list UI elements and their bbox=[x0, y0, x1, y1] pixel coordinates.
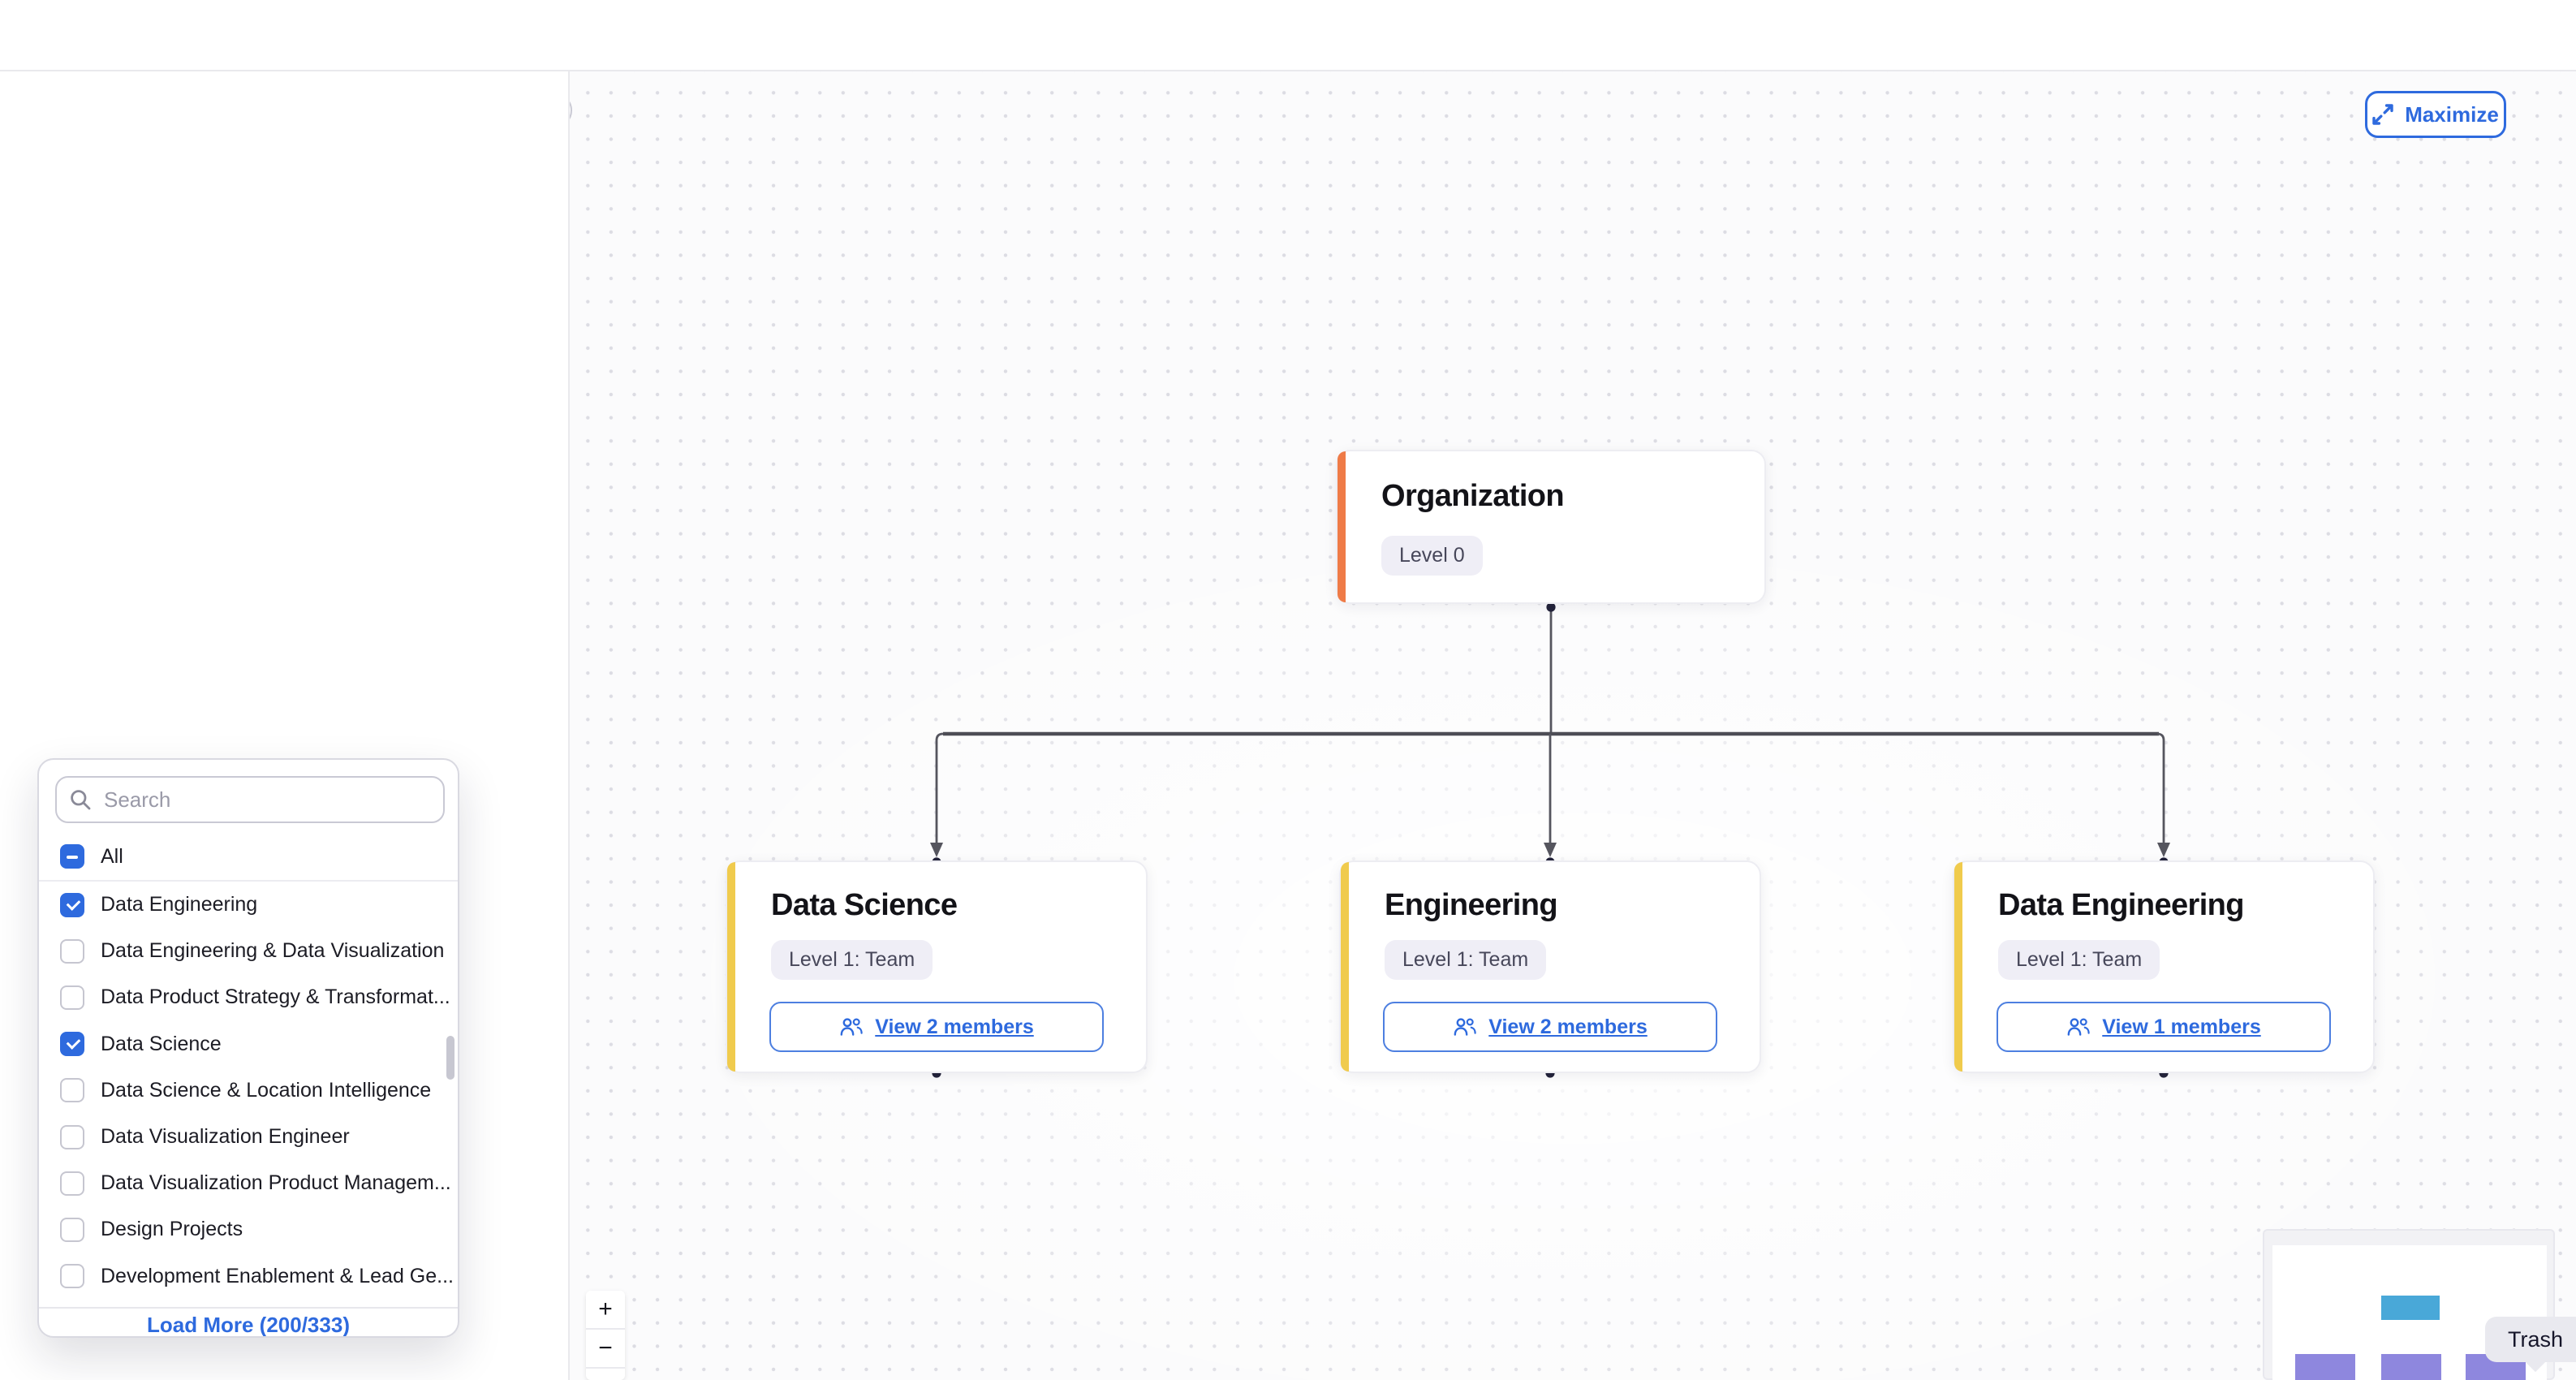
select-all-checkbox[interactable] bbox=[60, 844, 84, 869]
node-level-badge: Level 1: Team bbox=[1385, 940, 1547, 980]
option-row[interactable]: Data Product Strategy & Transformat... bbox=[39, 974, 458, 1020]
minimap-child-node bbox=[2295, 1354, 2355, 1380]
dropdown-divider bbox=[39, 880, 458, 882]
node-level-badge: Level 1: Team bbox=[771, 940, 933, 980]
option-label: Data Science bbox=[101, 1032, 222, 1055]
maximize-icon bbox=[2372, 104, 2393, 125]
canvas-zoom-controls: + − bbox=[586, 1291, 625, 1380]
zoom-out-button[interactable]: − bbox=[586, 1330, 625, 1369]
minimap-root-node bbox=[2381, 1296, 2440, 1320]
option-checkbox[interactable] bbox=[60, 1078, 84, 1103]
view-members-label: View 2 members bbox=[1488, 1015, 1648, 1038]
option-row[interactable]: Data Engineering bbox=[39, 882, 458, 928]
top-bar bbox=[0, 0, 2576, 71]
root-accent-bar bbox=[1338, 451, 1346, 602]
values-dropdown-panel: All Data Engineering Data Engineering & … bbox=[37, 758, 459, 1338]
view-members-label: View 2 members bbox=[875, 1015, 1034, 1038]
view-members-button[interactable]: View 2 members bbox=[769, 1002, 1104, 1052]
option-row[interactable]: Data Engineering & Data Visualization bbox=[39, 928, 458, 974]
node-title: Engineering bbox=[1385, 888, 1558, 922]
node-title: Data Science bbox=[771, 888, 958, 922]
option-checkbox[interactable] bbox=[60, 1124, 84, 1149]
zoom-in-button[interactable]: + bbox=[586, 1291, 625, 1330]
maximize-button[interactable]: Maximize bbox=[2365, 91, 2506, 138]
view-members-button[interactable]: View 2 members bbox=[1383, 1002, 1717, 1052]
node-level-badge: Level 1: Team bbox=[1998, 940, 2160, 980]
search-icon bbox=[70, 789, 91, 810]
trash-tooltip: Trash bbox=[2485, 1317, 2576, 1373]
org-node-engineering[interactable]: Engineering Level 1: Team View 2 members bbox=[1339, 860, 1761, 1073]
option-row[interactable]: Development Enablement & Lead Ge... bbox=[39, 1253, 458, 1300]
search-input[interactable] bbox=[101, 785, 430, 814]
option-label: Data Visualization Engineer bbox=[101, 1125, 350, 1149]
load-more-link[interactable]: Load More (200/333) bbox=[147, 1312, 350, 1337]
dropdown-footer: Load More (200/333) bbox=[39, 1307, 458, 1337]
org-node-data-science[interactable]: Data Science Level 1: Team View 2 member… bbox=[726, 860, 1148, 1073]
select-all-label: All bbox=[101, 844, 123, 868]
option-label: Data Engineering & Data Visualization bbox=[101, 939, 445, 963]
org-node-root[interactable]: Organization Level 0 bbox=[1336, 450, 1766, 604]
option-checkbox[interactable] bbox=[60, 985, 84, 1010]
minimap-child-node bbox=[2381, 1354, 2441, 1380]
option-row[interactable]: Data Visualization Engineer bbox=[39, 1114, 458, 1160]
option-checkbox[interactable] bbox=[60, 1264, 84, 1289]
child-accent-bar bbox=[1341, 862, 1349, 1072]
org-node-data-engineering[interactable]: Data Engineering Level 1: Team View 1 me… bbox=[1953, 860, 2375, 1073]
option-checkbox[interactable] bbox=[60, 938, 84, 964]
option-row[interactable]: Data Science bbox=[39, 1021, 458, 1067]
option-label: Data Product Strategy & Transformat... bbox=[101, 985, 450, 1009]
node-title: Organization bbox=[1381, 479, 1565, 513]
maximize-label: Maximize bbox=[2405, 101, 2499, 127]
option-row[interactable]: Design Projects bbox=[39, 1206, 458, 1253]
option-label: Data Science & Location Intelligence bbox=[101, 1078, 432, 1102]
node-title: Data Engineering bbox=[1998, 888, 2245, 922]
option-row[interactable]: Data Science & Location Intelligence bbox=[39, 1067, 458, 1114]
members-icon bbox=[839, 1017, 864, 1037]
option-checkbox[interactable] bbox=[60, 1032, 84, 1057]
panel-divider bbox=[568, 71, 570, 1380]
node-level-badge: Level 0 bbox=[1381, 536, 1483, 576]
members-icon bbox=[1453, 1017, 1477, 1037]
option-label: Development Enablement & Lead Ge... bbox=[101, 1264, 454, 1287]
dropdown-scrollbar[interactable] bbox=[446, 1036, 454, 1080]
org-chart-canvas[interactable] bbox=[570, 71, 2576, 1380]
view-members-label: View 1 members bbox=[2102, 1015, 2261, 1038]
option-label: Design Projects bbox=[101, 1218, 243, 1241]
child-accent-bar bbox=[727, 862, 735, 1072]
option-label: Data Visualization Product Managem... bbox=[101, 1171, 451, 1195]
dropdown-search bbox=[55, 776, 445, 823]
option-checkbox[interactable] bbox=[60, 1171, 84, 1196]
option-row[interactable]: Development & Portfolio Strat... bbox=[39, 1300, 458, 1307]
view-members-button[interactable]: View 1 members bbox=[1997, 1002, 2331, 1052]
members-icon bbox=[2066, 1017, 2091, 1037]
fit-view-button[interactable] bbox=[586, 1369, 625, 1380]
option-row[interactable]: Data Visualization Product Managem... bbox=[39, 1160, 458, 1206]
child-accent-bar bbox=[1954, 862, 1962, 1072]
select-all-row[interactable]: All bbox=[39, 834, 451, 878]
option-checkbox[interactable] bbox=[60, 892, 84, 917]
options-list[interactable]: Data Engineering Data Engineering & Data… bbox=[39, 882, 458, 1307]
option-label: Data Engineering bbox=[101, 893, 258, 916]
option-checkbox[interactable] bbox=[60, 1217, 84, 1242]
